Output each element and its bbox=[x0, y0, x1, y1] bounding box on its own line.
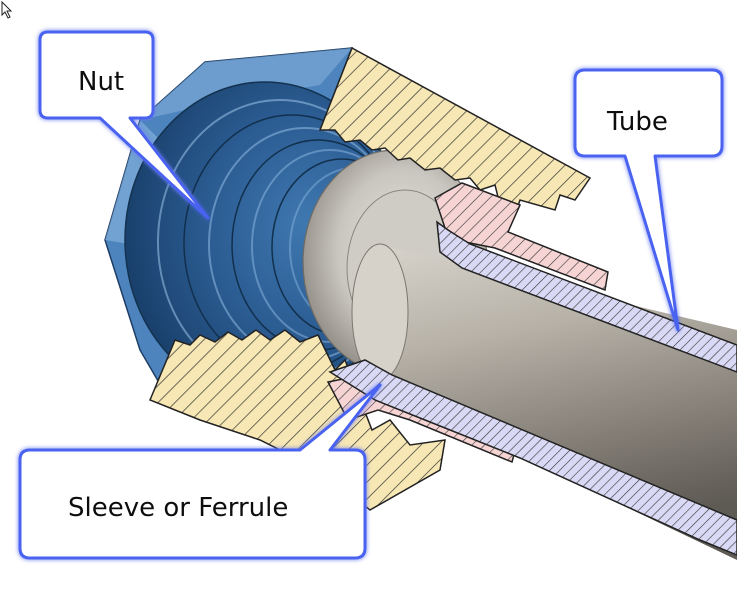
tube-wall-upper bbox=[436, 220, 737, 373]
callout-nut: Nut bbox=[38, 30, 210, 220]
mouse-pointer-icon bbox=[1, 0, 13, 19]
tube-wall-lower bbox=[328, 359, 737, 556]
callout-tube: Tube bbox=[573, 68, 724, 332]
callout-sleeve-label: Sleeve or Ferrule bbox=[68, 493, 288, 523]
callout-nut-label: Nut bbox=[78, 67, 124, 97]
nut-section-upper bbox=[318, 46, 592, 217]
callout-tube-label: Tube bbox=[606, 107, 668, 137]
callout-sleeve: Sleeve or Ferrule bbox=[18, 383, 382, 560]
